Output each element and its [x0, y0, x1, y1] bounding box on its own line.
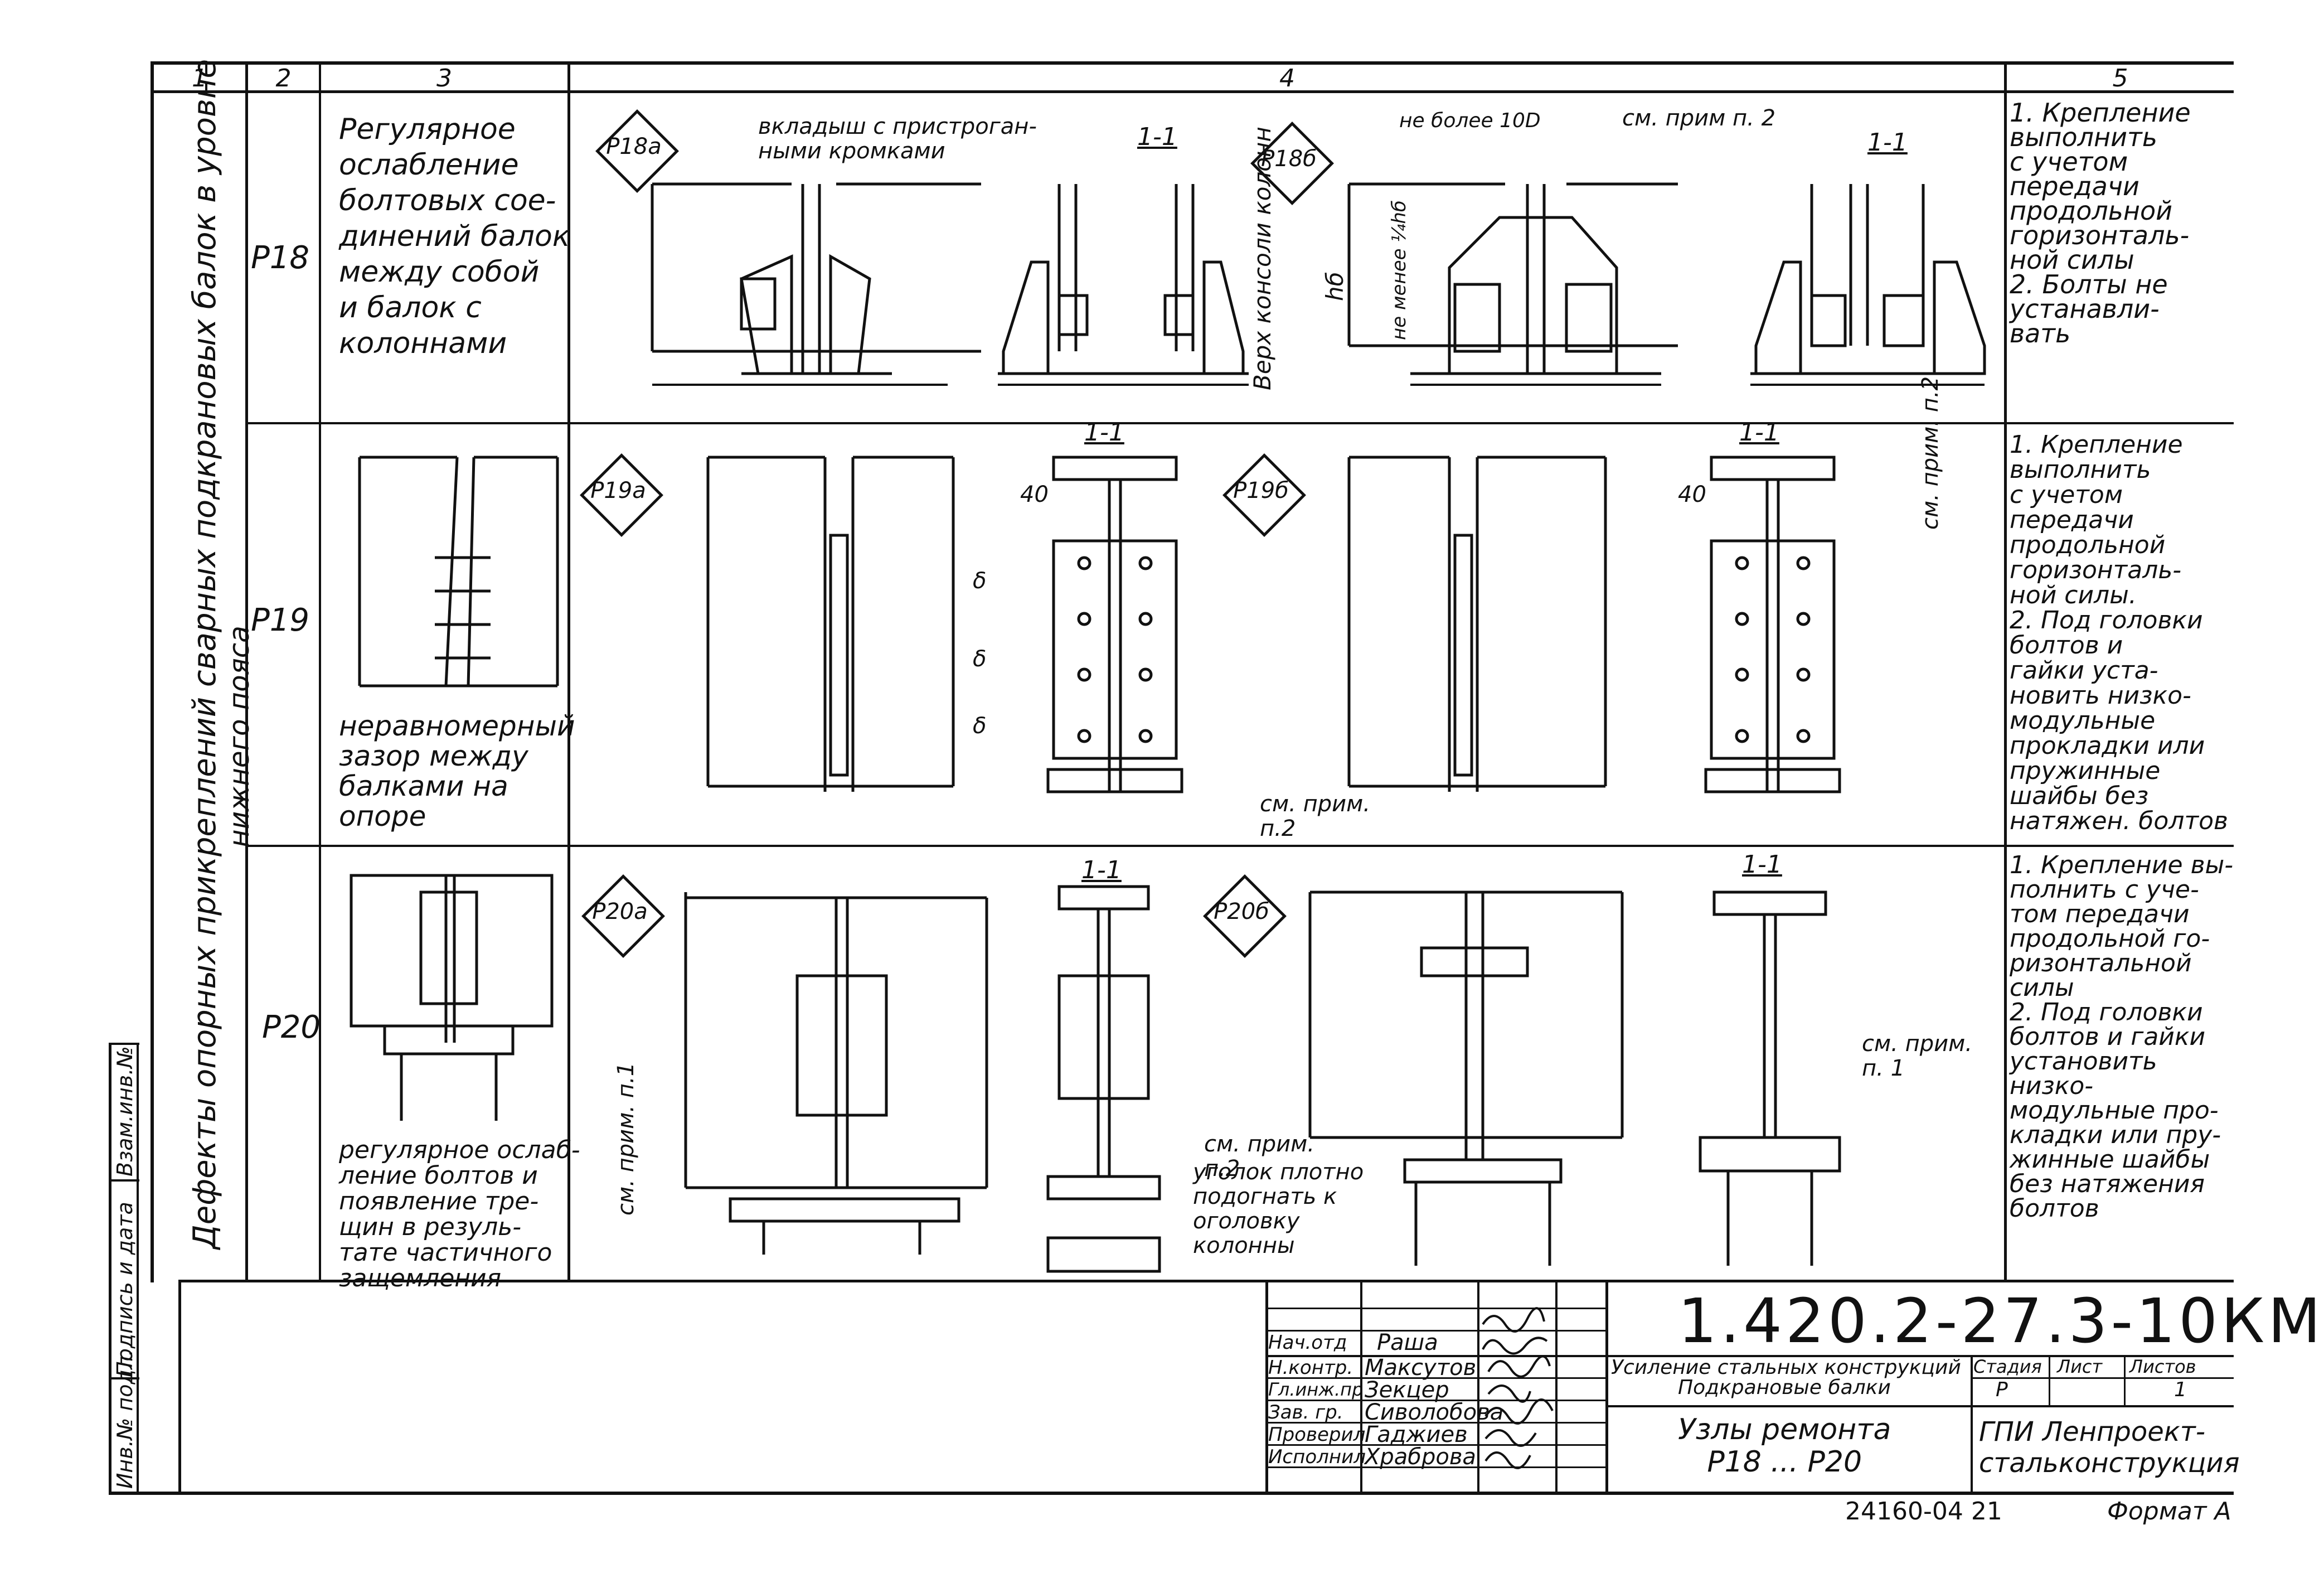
row-code-p20: P20	[262, 1009, 321, 1045]
label-delta-2: δ	[973, 646, 987, 672]
project-title: Усиление стальных конструкций	[1611, 1356, 1961, 1379]
name-0: Раша	[1377, 1330, 1438, 1356]
row-notes-p18: 1. Крепление выполнить с учетом передачи…	[2010, 98, 2191, 348]
stage-value: Р	[1996, 1378, 2008, 1401]
drawing-p20	[350, 874, 1841, 1273]
tag-p18a-label: P18а	[606, 134, 662, 159]
label-section-p18b: 1-1	[1867, 128, 1908, 157]
label-see-note-p18: см. прим п. 2	[1622, 105, 1776, 131]
archive-number: 24160-04 21	[1845, 1497, 2002, 1526]
role-4: Проверил	[1268, 1424, 1366, 1446]
label-dim40-p19a: 40	[1020, 482, 1049, 507]
header-col-5: 5	[2112, 64, 2128, 93]
label-section-p19b: 1-1	[1739, 418, 1779, 447]
header-col-3: 3	[436, 64, 452, 93]
header-col-1: 1	[192, 64, 207, 93]
label-delta-3: δ	[973, 713, 987, 739]
label-delta-1: δ	[973, 568, 987, 594]
label-section-p20b: 1-1	[1742, 850, 1782, 879]
subproject-title: Подкрановые балки	[1678, 1376, 1891, 1399]
sheet-title: Узлы ремонта P18 ... P20	[1678, 1413, 1891, 1479]
label-see-note-p20-2: см. прим. п.2	[1204, 1131, 1315, 1182]
row-desc-p18: Регулярное ослабление болтовых сое- дине…	[339, 113, 570, 360]
tag-p19a-label: P19а	[590, 478, 646, 504]
label-section-p18a: 1-1	[1137, 123, 1177, 151]
row-desc-p20: регулярное ослаб- ление болтов и появлен…	[339, 1136, 580, 1292]
row-notes-p20: 1. Крепление вы- полнить с уче- том пере…	[2010, 851, 2234, 1223]
label-section-p19a: 1-1	[1084, 418, 1124, 447]
stage-label: Стадия	[1973, 1356, 2042, 1377]
name-2: Зекцер	[1365, 1377, 1449, 1403]
name-3: Сиволобова	[1365, 1400, 1504, 1425]
role-5: Исполнил	[1268, 1446, 1366, 1468]
organization: ГПИ Ленпроект- стальконструкция	[1979, 1416, 2240, 1479]
name-5: Храброва	[1365, 1444, 1476, 1470]
name-4: Гаджиев	[1365, 1422, 1468, 1448]
row-code-p19: P19	[251, 602, 310, 638]
role-2: Гл.инж.пр	[1268, 1379, 1364, 1400]
role-1: Н.контр.	[1268, 1357, 1353, 1379]
doc-code: 1.420.2-27.3-10КМ	[1678, 1285, 2324, 1357]
label-max-len: не более 10D	[1399, 109, 1541, 132]
label-see-note-p19: см. прим. п.2	[1260, 791, 1371, 841]
sheet-label: Лист	[2057, 1356, 2103, 1377]
row-code-p18: P18	[251, 240, 310, 276]
signatures	[1482, 1307, 1554, 1469]
row-desc-p19: неравномерный зазор между балками на опо…	[339, 710, 575, 832]
sheets-value: 1	[2174, 1378, 2187, 1401]
format-label: Формат А	[2107, 1497, 2231, 1526]
header-col-4: 4	[1279, 64, 1295, 93]
tag-p20b-label: P20б	[1214, 899, 1269, 924]
label-insert: вкладыш с пристроган- ными кромками	[758, 114, 1037, 164]
drawing-p19	[358, 456, 1841, 793]
row-notes-p19: 1. Крепление выполнить с учетом передачи…	[2010, 430, 2228, 835]
tag-p20a-label: P20а	[592, 899, 648, 924]
label-dim40-p19b: 40	[1678, 482, 1706, 507]
header-col-2: 2	[275, 64, 292, 93]
tag-p19b-label: P19б	[1233, 478, 1289, 504]
tag-p18b-label: P18б	[1261, 146, 1317, 172]
role-0: Нач.отд	[1268, 1332, 1347, 1354]
sheets-label: Листов	[2129, 1356, 2196, 1377]
drawing-p18	[651, 182, 1986, 386]
label-see-note-p20-1: см. прим. п. 1	[1862, 1031, 1973, 1081]
name-1: Максутов	[1365, 1355, 1477, 1381]
role-3: Зав. гр.	[1268, 1401, 1343, 1424]
label-section-p20a: 1-1	[1081, 856, 1122, 884]
label-angle: уголок плотно подогнать к оголовку колон…	[1193, 1159, 1364, 1258]
